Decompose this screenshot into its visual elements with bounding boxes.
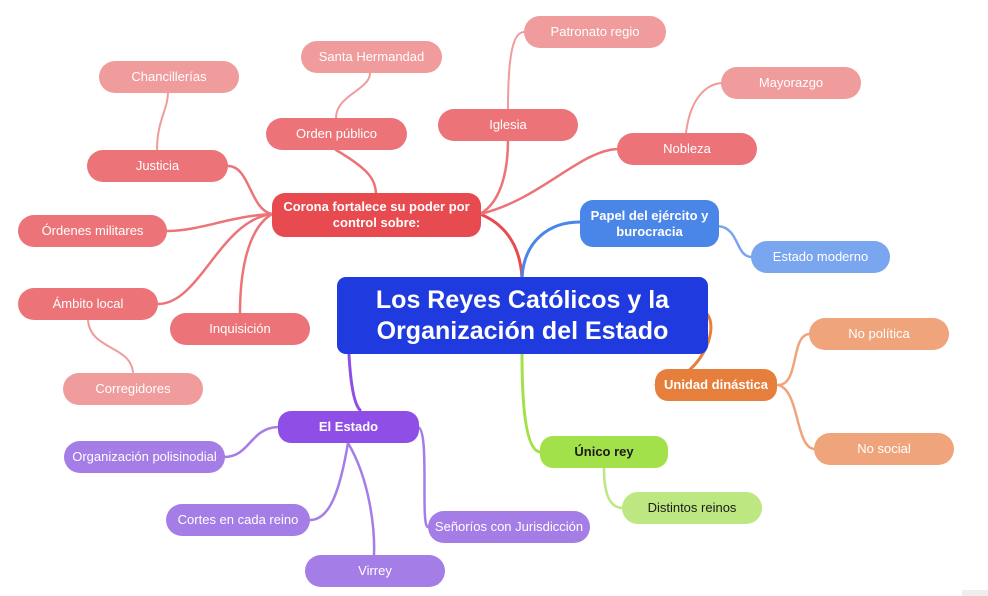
link-ordenes (165, 212, 274, 233)
node-no-social[interactable]: No social (814, 433, 954, 465)
link-mayorazgo (685, 82, 723, 134)
node-no-politica[interactable]: No política (809, 318, 949, 350)
branch-unico-rey[interactable]: Único rey (540, 436, 668, 468)
link-patronato (507, 31, 525, 111)
link-center-ejercito (520, 220, 582, 280)
link-nopolitica (776, 332, 812, 387)
node-virrey[interactable]: Virrey (305, 555, 445, 587)
central-topic[interactable]: Los Reyes Católicos y la Organización de… (337, 277, 708, 354)
link-senorios (416, 425, 430, 529)
node-orden-publico[interactable]: Orden público (266, 118, 407, 150)
branch-ejercito[interactable]: Papel del ejército y burocracia (580, 200, 719, 247)
node-distintos-reinos[interactable]: Distintos reinos (622, 492, 762, 524)
node-mayorazgo[interactable]: Mayorazgo (721, 67, 861, 99)
node-iglesia[interactable]: Iglesia (438, 109, 578, 141)
link-estadomoderno (716, 224, 754, 259)
link-santahermandad (335, 72, 371, 119)
branch-corona[interactable]: Corona fortalece su poder por control so… (272, 193, 481, 237)
node-inquisicion[interactable]: Inquisición (170, 313, 310, 345)
node-ordenes-militares[interactable]: Órdenes militares (18, 215, 167, 247)
link-chancillerias (156, 91, 169, 151)
link-orden (334, 148, 378, 198)
node-ambito-local[interactable]: Ámbito local (18, 288, 158, 320)
link-virrey (346, 441, 376, 557)
node-nobleza[interactable]: Nobleza (617, 133, 757, 165)
node-chancillerias[interactable]: Chancillerías (99, 61, 239, 93)
link-corregidores (87, 319, 134, 373)
link-nobleza (478, 147, 620, 216)
link-distintos (602, 466, 625, 510)
link-polisinodial (222, 425, 280, 459)
link-cortes (308, 441, 350, 522)
node-corregidores[interactable]: Corregidores (63, 373, 203, 405)
branch-unidad-dinastica[interactable]: Unidad dinástica (655, 369, 777, 401)
branch-el-estado[interactable]: El Estado (278, 411, 419, 443)
node-cortes[interactable]: Cortes en cada reino (166, 504, 310, 536)
node-estado-moderno[interactable]: Estado moderno (751, 241, 890, 273)
node-justicia[interactable]: Justicia (87, 150, 228, 182)
node-patronato-regio[interactable]: Patronato regio (524, 16, 666, 48)
node-senorios[interactable]: Señoríos con Jurisdicción (428, 511, 590, 543)
corner-control (962, 590, 988, 596)
link-center-unicorey (520, 352, 542, 454)
link-inquisicion (238, 212, 274, 315)
link-iglesia (478, 138, 510, 216)
node-santa-hermandad[interactable]: Santa Hermandad (301, 41, 442, 73)
link-nosocial (776, 383, 817, 451)
link-justicia (226, 164, 274, 216)
link-ambito (156, 212, 274, 306)
link-center-corona (478, 212, 524, 280)
node-organizacion-polisinodial[interactable]: Organización polisinodial (64, 441, 225, 473)
